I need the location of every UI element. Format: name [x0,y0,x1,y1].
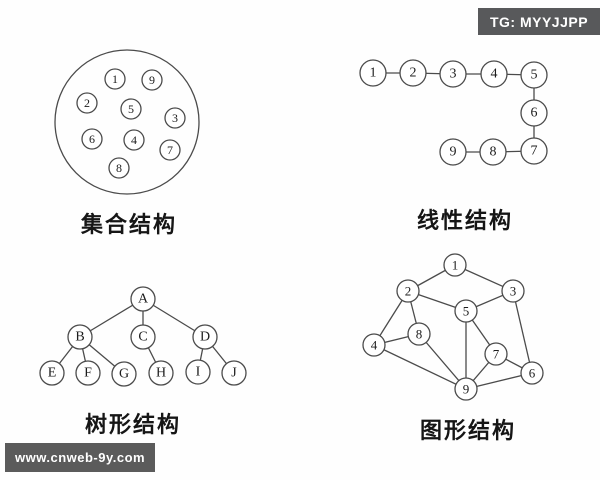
tree-structure-diagram: A B C D E F G H I J [39,286,247,387]
graph-node-1: 1 [443,253,467,277]
tree-node-I: I [185,359,211,385]
svg-text:3: 3 [450,67,457,82]
svg-text:1: 1 [370,66,377,81]
svg-text:5: 5 [128,102,134,116]
tree-node-J: J [221,360,247,386]
linear-node-6: 6 [520,99,548,127]
svg-text:2: 2 [84,96,90,110]
svg-text:6: 6 [531,106,538,121]
graph-node-7: 7 [484,342,508,366]
svg-text:3: 3 [510,284,517,299]
svg-text:C: C [138,330,147,345]
linear-node-8: 8 [479,138,507,166]
graph-structure-diagram: 1 2 3 5 8 4 7 6 9 [362,253,544,401]
tree-node-D: D [192,324,218,350]
linear-node-1: 1 [359,59,387,87]
graph-edge-3-6 [512,290,533,374]
svg-text:9: 9 [463,382,470,397]
svg-text:6: 6 [89,132,95,146]
svg-text:6: 6 [529,366,536,381]
svg-text:9: 9 [149,73,155,87]
svg-text:5: 5 [531,68,538,83]
set-node-5: 5 [120,98,142,120]
set-structure-caption: 集合结构 [80,212,178,237]
svg-text:4: 4 [371,338,378,353]
linear-node-2: 2 [399,59,427,87]
svg-text:2: 2 [410,66,417,81]
svg-text:4: 4 [491,67,498,82]
svg-text:I: I [196,365,201,380]
graph-node-4: 4 [362,333,386,357]
set-outer-circle [54,49,200,195]
graph-node-6: 6 [520,361,544,385]
graph-edge-4-9 [373,344,467,390]
linear-node-5: 5 [520,61,548,89]
graph-node-2: 2 [396,279,420,303]
graph-node-3: 3 [501,279,525,303]
set-node-4: 4 [123,129,145,151]
set-node-7: 7 [159,139,181,161]
svg-text:H: H [156,366,166,381]
graph-structure-caption: 图形结构 [419,418,517,443]
svg-text:1: 1 [452,258,459,273]
tree-node-B: B [67,324,93,350]
set-node-1: 1 [104,68,126,90]
svg-text:B: B [75,330,84,345]
svg-text:F: F [84,366,92,381]
set-node-6: 6 [81,128,103,150]
tree-node-H: H [148,360,174,386]
svg-text:3: 3 [172,111,178,125]
linear-node-7: 7 [520,137,548,165]
tree-node-E: E [39,360,65,386]
svg-text:8: 8 [116,161,122,175]
linear-node-3: 3 [439,60,467,88]
graph-node-9: 9 [454,377,478,401]
svg-text:8: 8 [490,145,497,160]
svg-text:1: 1 [112,72,118,86]
set-structure-diagram: 1 9 2 5 3 6 4 7 8 [54,49,200,195]
svg-text:G: G [119,367,129,382]
svg-text:J: J [231,366,237,381]
linear-node-4: 4 [480,60,508,88]
svg-text:2: 2 [405,284,412,299]
svg-text:7: 7 [167,143,173,157]
tree-node-C: C [130,324,156,350]
tree-node-G: G [111,361,137,387]
graph-node-8: 8 [407,322,431,346]
watermark: www.cnweb-9y.com [5,443,156,472]
graph-edge-8-9 [418,333,467,390]
set-node-8: 8 [108,157,130,179]
tg-badge: TG: MYYJJPP [478,8,600,35]
tree-node-A: A [130,286,156,312]
set-node-9: 9 [141,69,163,91]
svg-text:A: A [138,292,149,307]
svg-text:D: D [200,330,210,345]
set-node-3: 3 [164,107,186,129]
linear-node-9: 9 [439,138,467,166]
svg-text:7: 7 [531,144,538,159]
graph-node-5: 5 [454,299,478,323]
set-node-2: 2 [76,92,98,114]
tree-structure-caption: 树形结构 [84,412,182,437]
linear-structure-caption: 线性结构 [416,208,514,233]
svg-text:E: E [48,366,57,381]
linear-structure-diagram: 1 2 3 4 5 6 7 8 9 [359,59,548,166]
svg-text:4: 4 [131,133,137,147]
svg-text:9: 9 [450,145,457,160]
svg-text:8: 8 [416,327,423,342]
svg-text:5: 5 [463,304,470,319]
svg-text:7: 7 [493,347,500,362]
tree-node-F: F [75,360,101,386]
